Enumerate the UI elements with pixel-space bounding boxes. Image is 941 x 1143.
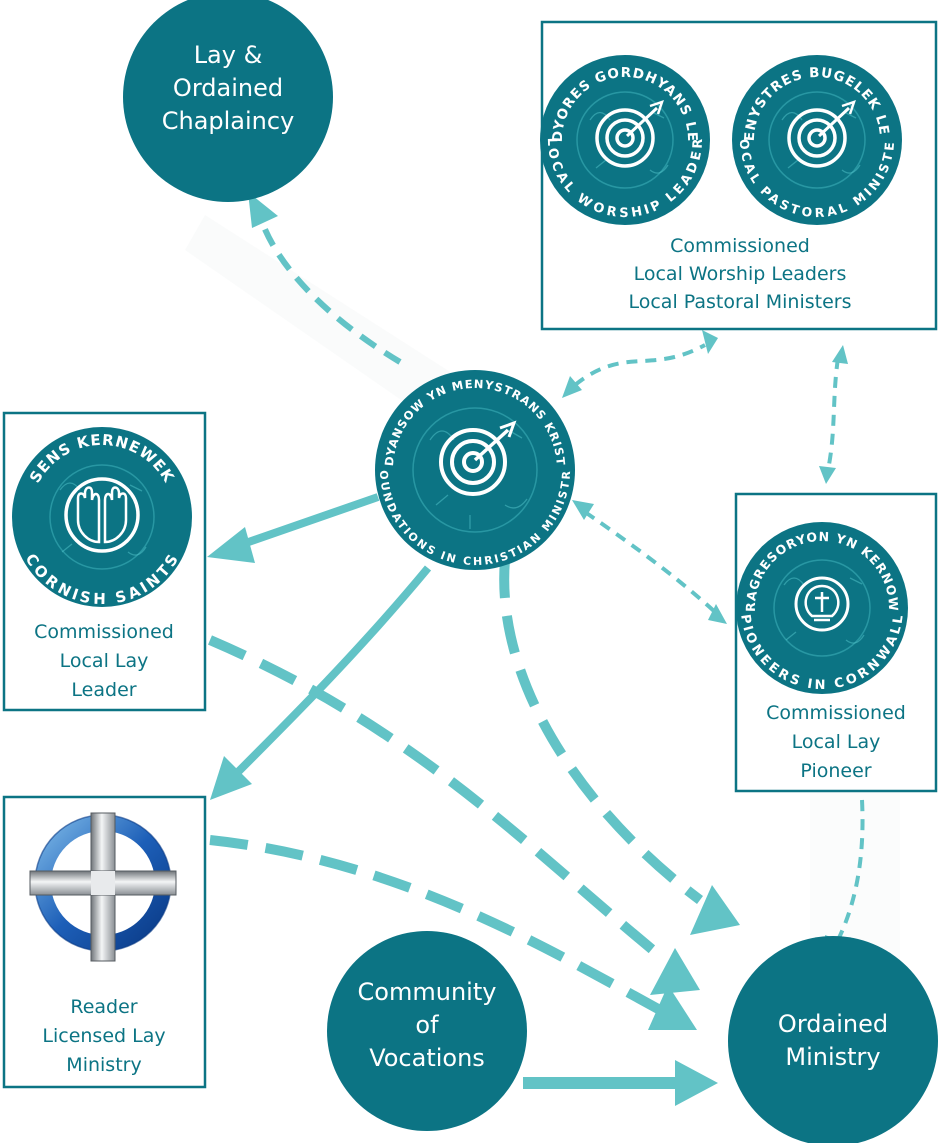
praying-hands-icon xyxy=(64,477,140,553)
ordained-line-2: Ministry xyxy=(785,1043,880,1071)
pioneer-box[interactable]: RAGRESORYON YN KERNOW PIONEERS IN CORNWA… xyxy=(734,492,938,793)
reader-line-1: Reader xyxy=(70,996,137,1018)
ordained-line-1: Ordained xyxy=(778,1010,888,1038)
lay-leader-line-1: Commissioned xyxy=(34,621,174,643)
arrow-reader-to-ordained xyxy=(209,835,697,1030)
arrow-community-to-ordained xyxy=(523,1060,718,1106)
arrow-foundations-pioneer-box xyxy=(572,500,727,624)
worship-box-line-2: Local Worship Leaders xyxy=(634,263,847,285)
reader-line-3: Ministry xyxy=(66,1054,141,1076)
pioneers-in-cornwall-badge: RAGRESORYON YN KERNOW PIONEERS IN CORNWA… xyxy=(736,522,908,694)
reader-line-2: Licensed Lay xyxy=(42,1025,165,1047)
community-line-1: Community xyxy=(358,978,497,1006)
arrow-foundations-to-chaplaincy xyxy=(248,192,402,365)
lay-leader-line-2: Local Lay xyxy=(60,650,149,672)
reader-box[interactable]: Reader Licensed Lay Ministry xyxy=(2,795,207,1089)
pioneer-line-1: Commissioned xyxy=(766,702,906,724)
arrow-foundations-to-lay-leader xyxy=(207,493,380,563)
worship-box-line-3: Local Pastoral Ministers xyxy=(628,291,851,313)
cornish-saints-badge: SENS KERNEWEK CORNISH SAINTS xyxy=(12,427,192,608)
chaplaincy-line-3: Chaplaincy xyxy=(162,107,295,135)
worship-box-line-1: Commissioned xyxy=(670,235,810,257)
arrow-foundations-to-reader xyxy=(210,565,432,800)
arrow-foundations-to-ordained xyxy=(499,559,740,935)
arrow-foundations-worship-box xyxy=(562,330,718,398)
community-line-2: of xyxy=(415,1011,439,1039)
lightbulb-cross-icon xyxy=(794,576,850,632)
lay-leader-box[interactable]: SENS KERNEWEK CORNISH SAINTS Commissione… xyxy=(2,411,207,712)
community-line-3: Vocations xyxy=(369,1044,485,1072)
target-arrow-icon xyxy=(439,420,517,496)
cross-ring-icon xyxy=(29,812,177,962)
arrow-worship-box-pioneer-box xyxy=(819,345,848,484)
community-of-vocations-node[interactable]: Community of Vocations xyxy=(327,931,527,1131)
pioneer-line-3: Pioneer xyxy=(800,760,871,782)
arrow-lay-leader-to-ordained xyxy=(208,635,700,995)
lay-leader-line-3: Leader xyxy=(71,679,136,701)
pioneer-line-2: Local Lay xyxy=(792,731,881,753)
chaplaincy-node[interactable]: Lay & Ordained Chaplaincy xyxy=(123,0,333,202)
chaplaincy-line-2: Ordained xyxy=(173,74,283,102)
ordained-ministry-node[interactable]: Ordained Ministry xyxy=(728,936,938,1143)
target-arrow-icon xyxy=(595,100,664,168)
chaplaincy-line-1: Lay & xyxy=(194,41,263,69)
target-arrow-icon xyxy=(787,100,856,168)
